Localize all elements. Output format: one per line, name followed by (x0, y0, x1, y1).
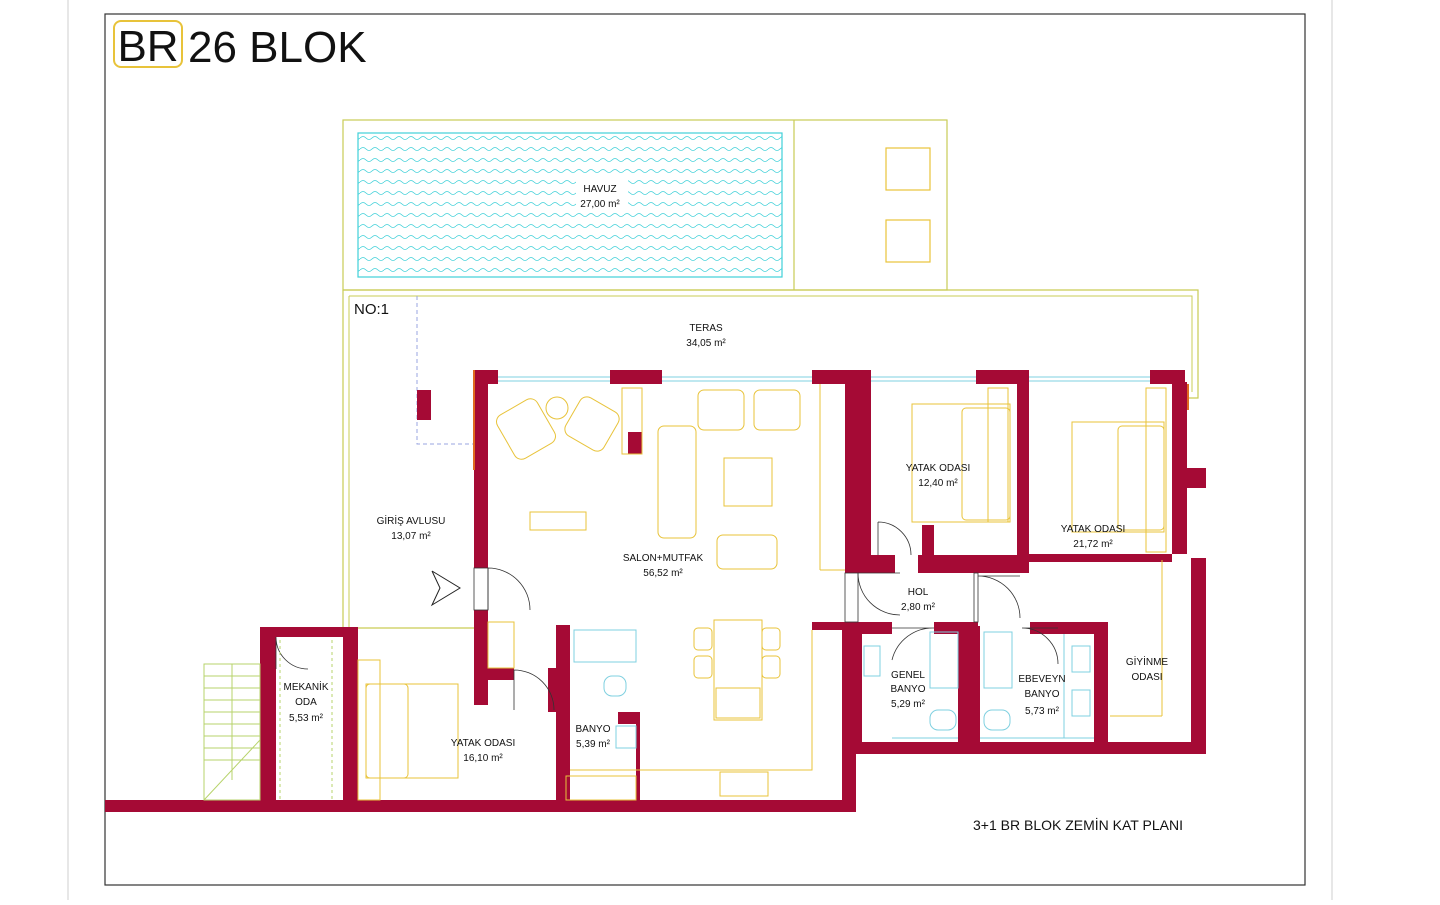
dashed-path (416, 296, 474, 445)
room-label-hol: HOL (908, 587, 929, 598)
sunbed (885, 219, 931, 263)
room-area-hol: 2,80 m² (901, 602, 936, 613)
room-area-yatak1: 12,40 m² (918, 478, 958, 489)
room-area-yatak3: 16,10 m² (463, 753, 503, 764)
unit-number: NO:1 (354, 301, 389, 318)
room-label-giris: GİRİŞ AVLUSU (377, 514, 446, 527)
room-area-banyo: 5,39 m² (576, 739, 611, 750)
room-label-ebeveyn-2: BANYO (1024, 689, 1059, 700)
room-label-yatak1: YATAK ODASI (906, 463, 970, 474)
entry-arrow-icon (430, 570, 461, 607)
room-area-salon: 56,52 m² (643, 568, 683, 579)
doors (275, 521, 1059, 711)
room-label-mekanik-2: ODA (295, 697, 317, 708)
room-label-giyinme-2: ODASI (1131, 672, 1162, 683)
column (417, 390, 431, 420)
bedroom3-furniture (357, 659, 459, 801)
walls (105, 370, 1206, 812)
br-badge (113, 20, 183, 68)
room-area-havuz: 27,00 m² (580, 199, 620, 210)
room-label-yatak3: YATAK ODASI (451, 738, 515, 749)
bedroom2-furniture (1071, 387, 1167, 717)
stairs (203, 640, 333, 801)
room-area-yatak2: 21,72 m² (1073, 539, 1113, 550)
plan-title: 3+1 BR BLOK ZEMİN KAT PLANI (973, 816, 1183, 833)
room-label-havuz: HAVUZ (583, 184, 616, 195)
drawing-frame (104, 13, 1306, 886)
terrace-outline (342, 290, 474, 629)
room-label-genel-2: BANYO (890, 684, 925, 695)
bedroom1-furniture (819, 384, 1011, 571)
sunbed (885, 147, 931, 191)
room-label-salon: SALON+MUTFAK (623, 553, 704, 564)
room-label-banyo: BANYO (575, 724, 610, 735)
room-label-genel-1: GENEL (891, 670, 925, 681)
room-label-ebeveyn-1: EBEVEYN (1018, 674, 1065, 685)
room-area-ebeveyn: 5,73 m² (1025, 706, 1060, 717)
room-label-teras: TERAS (689, 323, 723, 334)
header-prefix: BR (117, 22, 178, 71)
room-label-yatak2: YATAK ODASI (1061, 524, 1125, 535)
room-area-teras: 34,05 m² (686, 338, 726, 349)
bathroom-fixtures (573, 629, 1094, 749)
room-label-giyinme-1: GİYİNME (1126, 655, 1169, 668)
room-area-genel: 5,29 m² (891, 699, 926, 710)
salon-furniture (487, 387, 813, 797)
room-label-mekanik-1: MEKANİK (283, 680, 328, 693)
header-title: 26 BLOK (188, 23, 367, 72)
pool (357, 132, 783, 278)
room-area-mekanik: 5,53 m² (289, 713, 324, 724)
room-area-giris: 13,07 m² (391, 531, 431, 542)
